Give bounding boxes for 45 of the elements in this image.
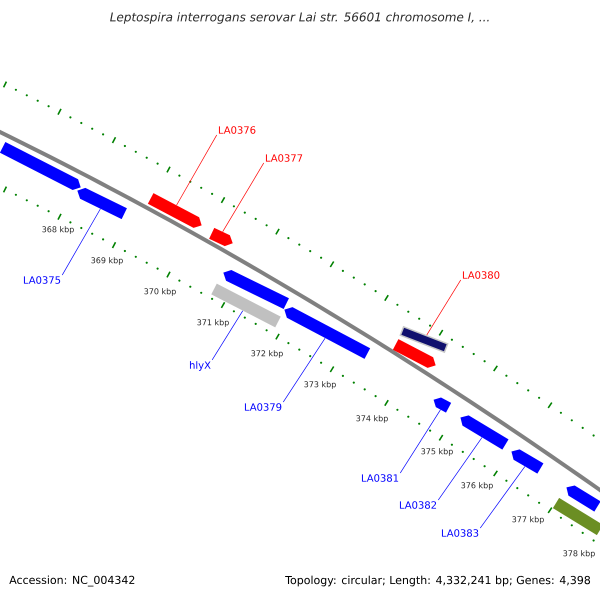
title: Leptospira interrogans serovar Lai str. 56601 chromosome I, ... <box>110 12 489 24</box>
scale-label: 377 kbp <box>512 516 544 524</box>
scale-label: 376 kbp <box>461 482 493 490</box>
scale-label: 372 kbp <box>251 350 283 358</box>
footer-text: Accession: NC_004342 <box>9 576 134 586</box>
scale-label: 375 kbp <box>421 448 453 456</box>
leader-line <box>222 162 264 232</box>
gene-feature-block <box>392 339 436 368</box>
gene-feature-block <box>284 307 370 359</box>
gene-feature-block <box>209 228 233 246</box>
gene-label: LA0382 <box>400 501 436 509</box>
gene-feature-block <box>223 270 289 310</box>
leader-line <box>480 466 526 528</box>
gene-label: LA0380 <box>462 271 500 279</box>
gene-feature-block <box>566 485 600 512</box>
gene-feature-block <box>511 449 544 474</box>
scale-label: 373 kbp <box>304 381 336 389</box>
leader-line <box>438 437 482 500</box>
gene-feature-block <box>434 397 452 413</box>
footer-text: Topology: circular; Length: 4,332,241 bp; Genes: 4,398 <box>285 576 590 586</box>
leader-line <box>426 280 462 336</box>
scale-label: 369 kbp <box>91 257 123 265</box>
leader-line <box>62 208 101 276</box>
scale-label: 378 kbp <box>563 550 595 558</box>
leader-line <box>282 338 326 402</box>
leader-line <box>176 134 218 206</box>
gene-feature-bar <box>211 284 281 328</box>
gene-label: LA0381 <box>362 474 398 482</box>
scale-label: 368 kbp <box>42 226 74 234</box>
gene-feature-block <box>148 193 202 228</box>
gene-feature-bar <box>552 498 600 536</box>
gene-label: LA0375 <box>24 276 60 284</box>
gene-label: LA0376 <box>218 126 256 134</box>
gene-feature-block <box>77 188 127 220</box>
scale-label: 370 kbp <box>144 288 176 296</box>
gene-label: LA0383 <box>442 529 478 537</box>
leader-line <box>400 409 441 474</box>
gene-label: LA0379 <box>244 403 282 411</box>
gene-label: hlyX <box>190 361 211 371</box>
gene-feature-block <box>460 415 509 450</box>
gene-feature-block <box>0 142 81 190</box>
gene-label: LA0377 <box>266 154 302 162</box>
leader-line <box>212 310 244 360</box>
scale-label: 374 kbp <box>356 415 388 423</box>
scale-label: 371 kbp <box>197 319 229 327</box>
